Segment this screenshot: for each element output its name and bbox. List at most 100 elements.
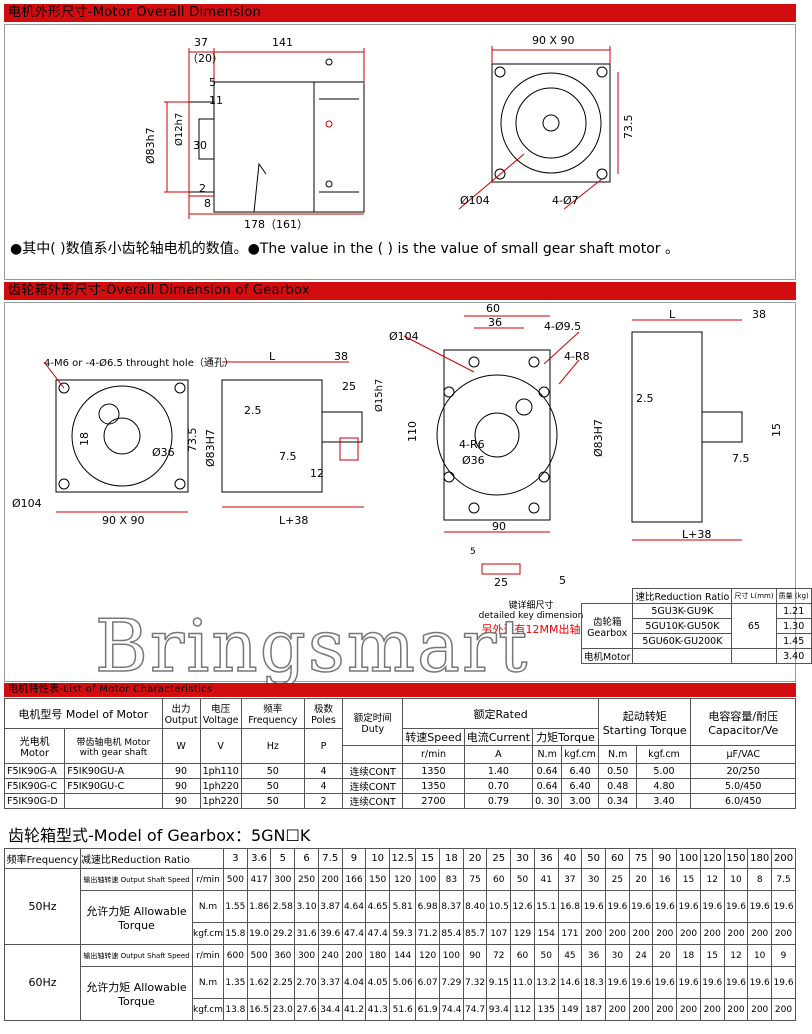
value-cell: 19.0 bbox=[246, 922, 272, 945]
ratio-header: 15 bbox=[415, 848, 440, 869]
ratio-header: 120 bbox=[699, 848, 725, 869]
value-cell: 171 bbox=[557, 922, 583, 945]
gm-L38: L+38 bbox=[279, 514, 308, 527]
value-cell: 19.6 bbox=[771, 966, 796, 999]
value-cell: 200 bbox=[699, 998, 725, 1021]
motor-cell: F5IK90GU-C bbox=[64, 778, 163, 794]
motor-cell: 连续CONT bbox=[342, 763, 404, 779]
value-cell: 120 bbox=[415, 944, 440, 967]
gr-104: Ø104 bbox=[389, 330, 419, 343]
ratio-header: 18 bbox=[438, 848, 464, 869]
value-cell: 36 bbox=[581, 944, 607, 967]
gr-90: 90 bbox=[492, 520, 506, 533]
gl-d36: Ø36 bbox=[152, 446, 175, 459]
ratio-header: 6 bbox=[294, 848, 319, 869]
dim-30: 30 bbox=[193, 139, 207, 152]
value-cell: 3.87 bbox=[317, 890, 343, 923]
value-cell: 83 bbox=[438, 868, 464, 891]
value-cell: 25 bbox=[605, 868, 630, 891]
ratio-header: 150 bbox=[723, 848, 749, 869]
value-cell: 16.5 bbox=[246, 998, 272, 1021]
value-cell: 14.6 bbox=[557, 966, 583, 999]
gf-L: L bbox=[669, 308, 676, 321]
ratio-header: 3 bbox=[223, 848, 248, 869]
gr-4-R8: 4-R8 bbox=[564, 350, 590, 363]
value-cell: 6.98 bbox=[415, 890, 440, 923]
u-hz: Hz bbox=[240, 728, 305, 764]
value-cell: 4.64 bbox=[341, 890, 367, 923]
u-uf: μF/VAC bbox=[690, 745, 796, 764]
value-cell: 59.3 bbox=[389, 922, 417, 945]
value-cell: 19.6 bbox=[605, 966, 630, 999]
mass-0: 1.21 bbox=[775, 603, 812, 619]
value-cell: 200 bbox=[747, 998, 773, 1021]
motor-mass: 3.40 bbox=[775, 648, 812, 664]
value-cell: 75 bbox=[462, 868, 488, 891]
motor-cell: 0.34 bbox=[597, 793, 638, 809]
gearbox-label: 齿轮箱 Gearbox bbox=[580, 603, 634, 649]
motor-cell: 50 bbox=[240, 763, 305, 779]
u-nm2: N.m bbox=[597, 745, 638, 764]
h-starting: 起动转矩 Starting Torque bbox=[597, 698, 692, 746]
value-cell: 24 bbox=[628, 944, 654, 967]
key-caption-cn: 键详细尺寸 bbox=[508, 601, 554, 611]
value-cell: 200 bbox=[771, 998, 796, 1021]
value-cell: 200 bbox=[723, 998, 749, 1021]
value-cell: 100 bbox=[415, 868, 440, 891]
dim-37: 37 bbox=[194, 36, 208, 49]
ratio-header: 9 bbox=[341, 848, 367, 869]
value-cell: 90 bbox=[462, 944, 488, 967]
ratio-1: 5GU10K-GU50K bbox=[632, 618, 733, 634]
value-cell: 200 bbox=[747, 922, 773, 945]
gl-d90: 90 X 90 bbox=[102, 514, 145, 527]
dim-141: 141 bbox=[272, 36, 293, 49]
value-cell: 19.6 bbox=[676, 890, 701, 923]
value-cell: 51.6 bbox=[389, 998, 417, 1021]
motor-cell: 1ph220 bbox=[199, 778, 242, 794]
value-cell: 20 bbox=[652, 944, 678, 967]
motor-dimension-drawing: 37 （20） 141 5 11 30 2 8 178（161） 90 X 90… bbox=[144, 34, 635, 231]
value-cell: 200 bbox=[341, 944, 367, 967]
h-capacitor: 电容容量/耐压 Capacitor/Ve bbox=[690, 698, 796, 746]
value-cell: 166 bbox=[341, 868, 367, 891]
motor-cell: 4 bbox=[303, 778, 344, 794]
motor-cell: 1350 bbox=[402, 778, 465, 794]
value-cell: 2.25 bbox=[270, 966, 296, 999]
value-cell: 7.32 bbox=[462, 966, 488, 999]
gr-4-9-5: 4-Ø9.5 bbox=[544, 320, 581, 333]
value-cell: 41.2 bbox=[341, 998, 367, 1021]
brand-watermark: Bringsmart bbox=[94, 604, 530, 688]
value-cell: 200 bbox=[771, 922, 796, 945]
motor-dimension-header: 电机外形尺寸-Motor Overall Dimension bbox=[4, 4, 796, 22]
value-cell: 31.6 bbox=[294, 922, 319, 945]
value-cell: 93.4 bbox=[486, 998, 512, 1021]
motor-cell: 1.40 bbox=[463, 763, 534, 779]
value-cell: 16.8 bbox=[557, 890, 583, 923]
value-cell: 300 bbox=[294, 944, 319, 967]
value-cell: 10 bbox=[723, 868, 749, 891]
gm-7-5: 7.5 bbox=[279, 450, 297, 463]
motor-cell: 0.50 bbox=[597, 763, 638, 779]
gm-12: 12 bbox=[310, 467, 324, 480]
motor-cell: F5IK90G-C bbox=[3, 778, 66, 794]
value-cell: 8.40 bbox=[462, 890, 488, 923]
value-cell: 74.4 bbox=[438, 998, 464, 1021]
gearbox-dimension-panel bbox=[4, 302, 796, 682]
value-cell: 60 bbox=[486, 868, 512, 891]
u-p: P bbox=[303, 728, 344, 764]
value-cell: 200 bbox=[723, 922, 749, 945]
h-frequency: 频率 Frequency bbox=[240, 698, 305, 729]
value-cell: 30 bbox=[581, 868, 607, 891]
motor-dimension-panel bbox=[4, 24, 796, 280]
value-cell: 5.81 bbox=[389, 890, 417, 923]
value-cell: 8.37 bbox=[438, 890, 464, 923]
motor-cell: 0.79 bbox=[463, 793, 534, 809]
gm-d83: Ø83H7 bbox=[204, 429, 217, 467]
value-cell: 45 bbox=[557, 944, 583, 967]
value-cell: 200 bbox=[605, 922, 630, 945]
mass-2: 1.45 bbox=[775, 633, 812, 649]
motor-cell: 3.40 bbox=[636, 793, 692, 809]
h-frequency: 频率Frequency bbox=[4, 848, 81, 869]
